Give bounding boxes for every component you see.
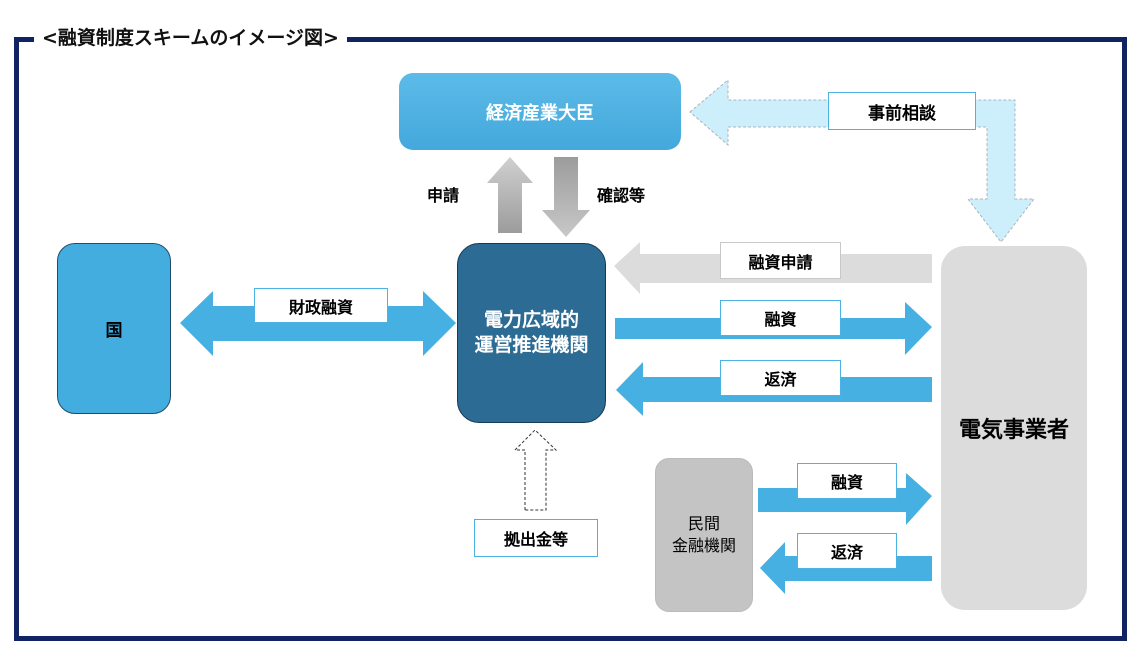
diagram-title: <融資制度スキームのイメージ図> [34,26,347,50]
application-arrow [487,157,533,233]
prior-consultation-label: 事前相談 [828,92,976,130]
occto-node: 電力広域的 運営推進機関 [457,243,606,423]
application-label: 申請 [427,186,460,205]
utility-node: 電気事業者 [941,246,1087,610]
diagram-frame [14,37,1127,641]
contribution-label: 拠出金等 [474,519,598,557]
occto-label-line2: 運営推進機関 [474,334,589,356]
bank-label-line1: 民間 [687,514,720,533]
repayment-occto-label: 返済 [720,360,841,396]
minister-label: 経済産業大臣 [486,102,594,124]
occto-label-line1: 電力広域的 [483,309,579,331]
private-bank-node: 民間 金融機関 [655,458,753,612]
loan-bank-label: 融資 [797,463,897,499]
utility-label: 電気事業者 [958,418,1069,443]
repayment-bank-label: 返済 [797,533,897,569]
fiscal-loan-label: 財政融資 [254,288,388,323]
confirmation-label: 確認等 [597,186,646,205]
confirmation-arrow [542,157,590,237]
country-node: 国 [57,243,171,414]
minister-node: 経済産業大臣 [399,73,681,150]
contribution-arrow [513,429,558,511]
loan-arrow-bank [758,473,932,525]
country-label: 国 [105,321,123,341]
bank-label-line2: 金融機関 [671,536,736,555]
loan-occto-label: 融資 [720,300,841,336]
loan-application-label: 融資申請 [720,242,841,279]
